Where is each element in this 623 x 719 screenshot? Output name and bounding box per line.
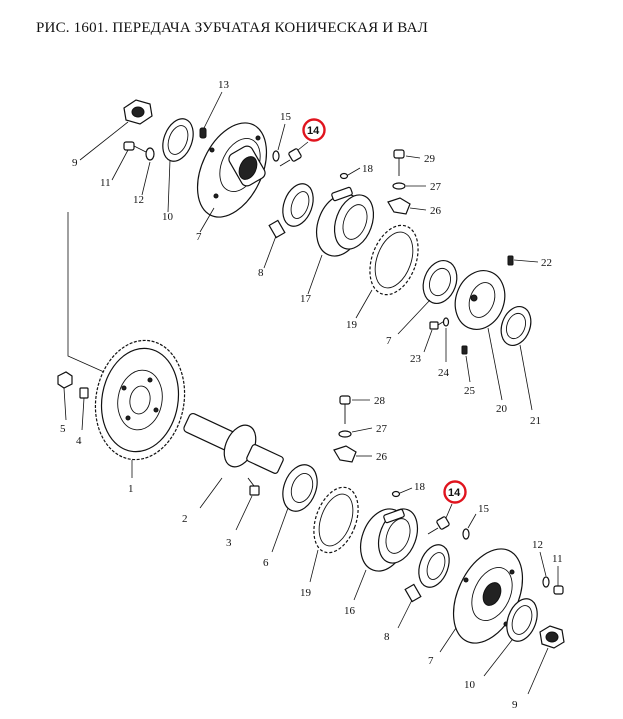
- nut-5: [57, 371, 73, 421]
- seal-21: [500, 306, 533, 411]
- housing-16: [353, 508, 419, 601]
- gasket-10-lower: [483, 598, 538, 677]
- gasket-10-upper: [162, 118, 194, 213]
- bearing-7-upper-right: [397, 260, 458, 335]
- label-7-lower: 7: [428, 655, 434, 667]
- label-2: 2: [182, 513, 188, 525]
- label-20: 20: [496, 403, 508, 415]
- label-25: 25: [464, 385, 476, 397]
- pin-25: [461, 345, 471, 383]
- label-18-lower: 18: [414, 481, 426, 493]
- label-8-lower: 8: [384, 631, 390, 643]
- label-7-upper: 7: [196, 231, 202, 243]
- bearing-6: [271, 464, 318, 553]
- label-16: 16: [344, 605, 356, 617]
- label-27-upper: 27: [430, 181, 442, 193]
- label-6: 6: [263, 557, 269, 569]
- cage-7-upper: [196, 122, 268, 233]
- label-21: 21: [530, 415, 541, 427]
- group-bracket: [67, 212, 105, 373]
- washer-15-upper: [272, 123, 286, 162]
- washer-18-lower: [391, 487, 413, 498]
- highlight-circle-14-lower: [443, 480, 467, 504]
- bevel-gear-1: [94, 339, 186, 478]
- race-8-lower: [397, 544, 450, 629]
- bolt-3: [235, 477, 260, 531]
- label-19-upper: 19: [346, 319, 358, 331]
- label-12-upper: 12: [133, 194, 144, 206]
- bolt-11-upper: [111, 141, 147, 181]
- washer-18-upper: [339, 167, 361, 180]
- label-15-lower: 15: [478, 503, 490, 515]
- label-26-upper: 26: [430, 205, 442, 217]
- bolt-14-upper: [279, 118, 326, 167]
- nut-9-lower: [527, 625, 565, 695]
- bolt-29: [393, 149, 421, 176]
- label-14-upper: 14: [307, 125, 320, 137]
- washer-12-lower: [539, 551, 550, 588]
- shaft-2: [183, 412, 284, 509]
- label-3: 3: [226, 537, 232, 549]
- pin-13: [199, 91, 223, 139]
- label-19-lower: 19: [300, 587, 312, 599]
- label-17: 17: [300, 293, 312, 305]
- figure-title: РИС. 1601. ПЕРЕДАЧА ЗУБЧАТАЯ КОНИЧЕСКАЯ …: [36, 20, 428, 36]
- washer-27-lower: [338, 427, 373, 438]
- label-26-lower: 26: [376, 451, 388, 463]
- nut-9-upper: [79, 99, 153, 161]
- bolt-11-lower: [553, 566, 564, 595]
- bolt-14-lower: [427, 480, 467, 535]
- label-11-lower: 11: [552, 553, 563, 565]
- label-10-upper: 10: [162, 211, 174, 223]
- label-24: 24: [438, 367, 450, 379]
- washer-15-lower: [462, 513, 477, 540]
- highlight-circle-14-upper: [302, 118, 326, 142]
- ring-19-lower: [309, 486, 359, 583]
- label-7-upper-right: 7: [386, 335, 392, 347]
- bolt-28: [339, 395, 370, 424]
- label-9-lower: 9: [512, 699, 518, 711]
- washer-12-upper: [141, 147, 155, 196]
- label-8-upper: 8: [258, 267, 264, 279]
- label-23: 23: [410, 353, 422, 365]
- label-11-upper: 11: [100, 177, 111, 189]
- cage-20: [454, 270, 506, 401]
- lock-26-upper: [387, 197, 427, 215]
- housing-17: [307, 186, 375, 295]
- label-28: 28: [374, 395, 386, 407]
- label-15-upper: 15: [280, 111, 292, 123]
- ring-19-upper: [355, 224, 419, 319]
- lock-26-lower: [333, 445, 372, 463]
- label-12-lower: 12: [532, 539, 543, 551]
- washer-27-upper: [392, 182, 426, 190]
- label-10-lower: 10: [464, 679, 476, 691]
- label-18-upper: 18: [362, 163, 374, 175]
- label-13: 13: [218, 79, 230, 91]
- washer-24: [442, 317, 450, 362]
- pin-22: [507, 255, 539, 266]
- label-27-lower: 27: [376, 423, 388, 435]
- race-8-upper: [263, 183, 314, 269]
- bolt-23: [423, 319, 447, 353]
- label-9-upper: 9: [72, 157, 78, 169]
- label-5: 5: [60, 423, 66, 435]
- label-4: 4: [76, 435, 82, 447]
- washer-4: [79, 387, 89, 431]
- label-14-lower: 14: [448, 487, 461, 499]
- label-22: 22: [541, 257, 552, 269]
- label-29: 29: [424, 153, 436, 165]
- label-1: 1: [128, 483, 134, 495]
